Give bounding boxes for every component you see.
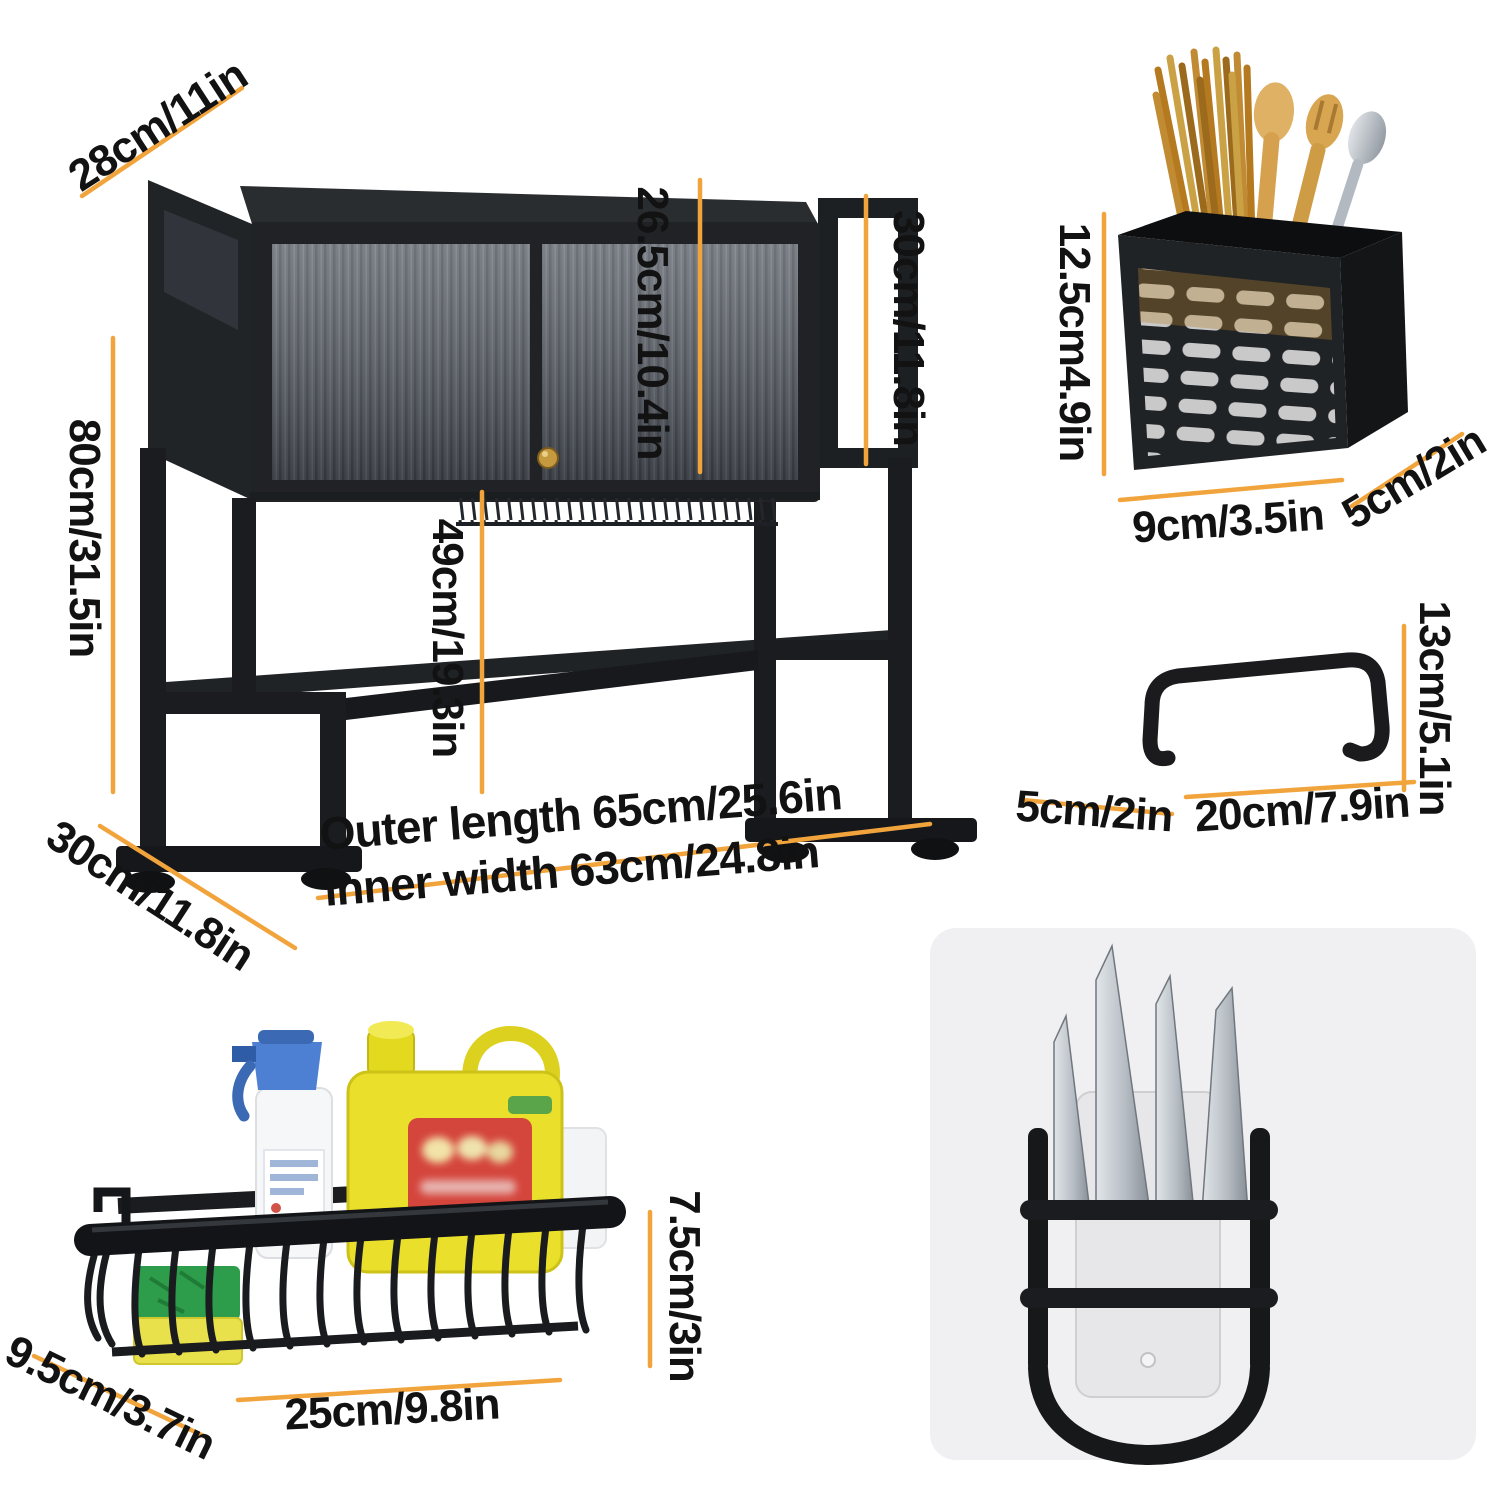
storage-basket-illustration — [74, 1021, 626, 1365]
dim-rack-cabinet-height: 26.5cm/10.4in — [628, 186, 677, 460]
dim-rack-clearance: 49cm/19.3in — [423, 518, 472, 758]
utensil-holder-illustration — [1118, 46, 1408, 470]
dimension-lines — [31, 85, 1465, 1441]
wooden-spatula — [1253, 82, 1295, 247]
dish-rack-illustration — [116, 180, 977, 893]
dim-rack-height: 80cm/31.5in — [60, 418, 109, 658]
dim-basket-height: 7.5cm/3in — [660, 1190, 709, 1382]
dim-rack-upper-height: 30cm/11.8in — [884, 209, 933, 447]
dim-hook-height: 13cm/5.1in — [1410, 600, 1459, 816]
knife-holder-panel — [930, 928, 1476, 1466]
knives — [1053, 943, 1249, 1213]
chopsticks — [1152, 46, 1256, 246]
hook-illustration — [1142, 652, 1390, 767]
cabinet-knob — [537, 447, 559, 469]
basket-hang-hook — [93, 1187, 131, 1224]
dim-utensil-height: 12.5cm4.9in — [1050, 222, 1099, 462]
